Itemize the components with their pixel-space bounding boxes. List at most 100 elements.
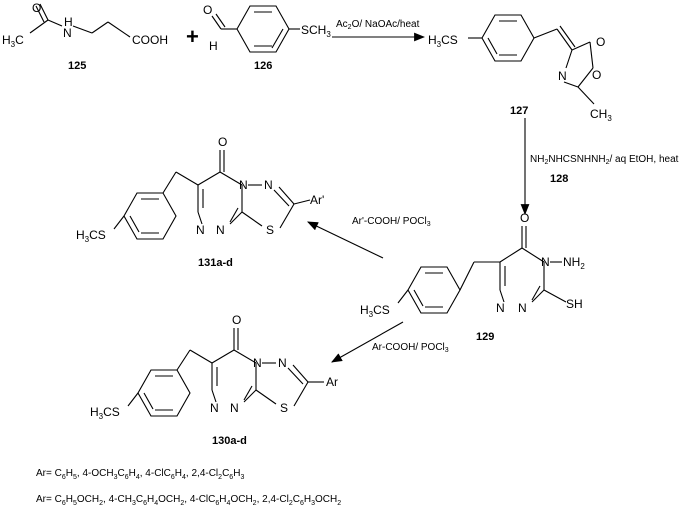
condition-step2: NH2NHCSNHNH2/ aq EtOH, heat [530,154,679,166]
plus-sign: + [186,24,199,49]
footnote-text: C [292,494,300,505]
condition-step3: Ar'-COOH/ POCl3 [352,216,431,228]
atom-N: N [63,26,72,40]
atom-N: N [216,223,225,237]
condition-step4: Ar-COOH/ POCl3 [372,342,449,354]
footnote-text: OCH [230,494,253,505]
footnote-text: H [146,494,155,505]
footnote-subscript: 4 [154,500,159,507]
footnote-subscript: 2 [99,500,104,507]
footnote-subscript: 6 [215,500,220,507]
footnote-subscript: 6 [299,500,304,507]
footnote-text: H [219,494,227,505]
footnote-line1: Ar= C6H5, 4-OCH3C6H4, 4-ClC6H4, 2,4-Cl2C… [36,468,244,481]
atom-N: N [196,223,205,237]
footnote-text: H [65,468,73,479]
atom-S: S [266,223,274,237]
atom-O: O [32,1,41,15]
label-Ar-prime: Ar' [310,193,324,207]
atom-O: O [218,135,227,149]
compound-129-structure: H3CS O N NH2 N N SH 129 [360,211,585,343]
footnote-text: , 4-CH [103,494,132,505]
footnote-text: H [65,494,73,505]
footnote-subscript: 3 [311,500,315,507]
compound-130-structure: H3CS O N N N N S Ar 130a-d [90,313,338,447]
atom-H: H [209,39,218,53]
atom-H: H [64,15,73,29]
condition-step1: Ac2O/ NaOAc/heat [336,19,420,31]
arrow-step4 [331,321,404,363]
label-SCH3: SCH3 [301,23,331,39]
label-COOH: COOH [132,33,168,47]
label-compound-126: 126 [254,60,272,72]
atom-N: N [230,401,239,415]
footnote-subscript: 2 [180,500,185,507]
footnote-text: Ar= C [36,494,62,505]
label-CH3: CH3 [590,107,612,123]
footnote-subscript: 6 [170,474,175,481]
footnote-text: , 4-ClC [184,494,216,505]
atom-N: N [253,356,262,370]
label-compound-129: 129 [476,331,494,343]
atom-N: N [210,401,219,415]
label-H3CS: H3CS [428,33,458,49]
footnote-subscript: 4 [135,474,140,481]
label-Ar: Ar [326,375,338,389]
footnote-subscript: 2 [337,500,342,507]
atom-N: N [239,178,248,192]
atom-N: N [264,178,273,192]
footnote-text: , 4-ClC [139,468,171,479]
atom-N: N [278,356,287,370]
compound-126-structure: O H SCH3 126 [203,3,331,72]
footnote-line2: Ar= C6H5OCH2, 4-CH3C6H4OCH2, 4-ClC6H4OCH… [36,494,341,507]
label-compound-125: 125 [68,60,86,72]
atom-O: O [232,313,241,327]
atom-N: N [496,301,505,315]
atom-N: N [518,301,527,315]
footnote-subscript: 3 [113,474,118,481]
label-H3CS: H3CS [360,303,390,319]
atom-O: O [520,211,529,225]
atom-O: O [203,3,212,17]
label-compound-127: 127 [510,105,528,117]
footnote-text: C [222,468,230,479]
footnote-text: , 2,4-Cl [185,468,219,479]
footnote-subscript: 6 [229,474,234,481]
atom-S: S [280,401,288,415]
footnote-text: H [128,468,136,479]
footnote-text: OCH [315,494,338,505]
footnote-text: , 2,4-Cl [256,494,289,505]
label-compound-131: 131a-d [198,257,233,269]
compound-127-structure: H3CS O N O CH3 127 [428,14,612,123]
footnote-text: H [233,468,241,479]
label-compound-130: 130a-d [212,435,247,447]
footnote-text: OCH [158,494,181,505]
footnote-text: OCH [76,494,100,505]
footnote-text: H [174,468,183,479]
footnote-subscript: 5 [72,474,77,481]
footnote-subscript: 4 [182,474,186,481]
arrow-step3 [307,221,384,259]
atom-O: O [596,35,605,49]
footnote-subscript: 2 [218,474,223,481]
footnote-text: C [135,494,144,505]
atom-N: N [558,69,567,83]
compound-125-structure: O H N H3C COOH 125 [2,1,168,72]
footnote-subscript: 4 [226,500,231,507]
compound-131-structure: H3CS O N N N N S Ar' 131a-d [76,135,324,269]
footnote-subscript: 2 [252,500,257,507]
footnote-subscript: 6 [124,474,129,481]
footnote-text: C [117,468,125,479]
label-H3CS: H3CS [76,228,106,244]
footnote-text: Ar= C [36,468,62,479]
atom-O: O [592,68,601,82]
label-compound-128: 128 [550,173,568,185]
footnote-subscript: 5 [72,500,77,507]
footnote-subscript: 6 [61,474,66,481]
footnote-text: , 4-OCH [76,468,114,479]
footnote-subscript: 2 [288,500,293,507]
footnote-text: H [303,494,312,505]
footnote-subscript: 3 [131,500,136,507]
footnote-subscript: 3 [240,474,245,481]
